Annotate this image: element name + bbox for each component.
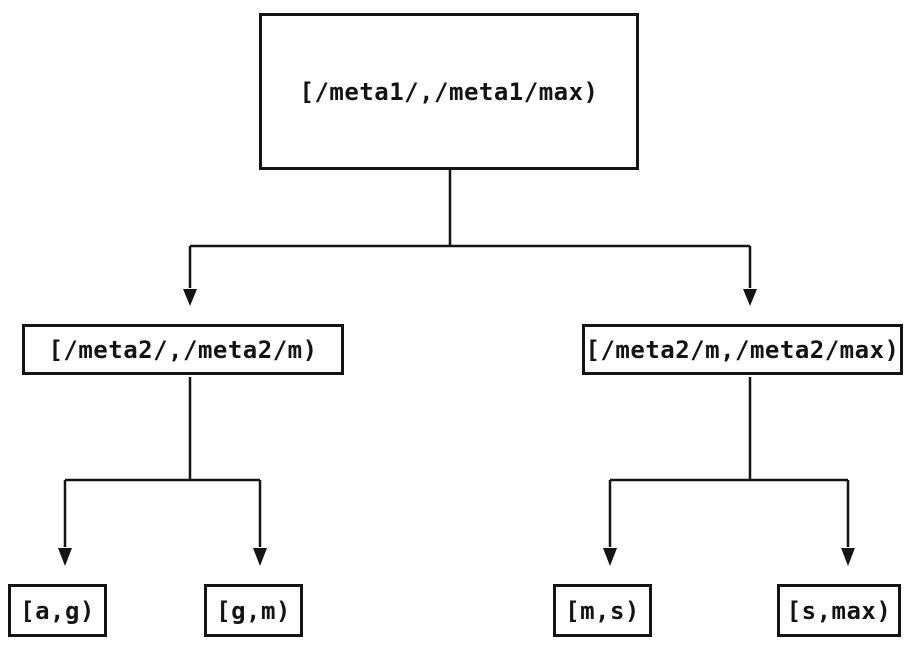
- node-label: [s,max): [786, 596, 892, 625]
- node-leaf-range: [m,s): [553, 584, 652, 637]
- arrowhead-down-icon: [841, 548, 855, 566]
- edge-root-to-level2: [188, 170, 752, 288]
- edge-left-to-leaves: [63, 377, 262, 547]
- node-leaf-range: [a,g): [8, 584, 107, 637]
- arrowhead-down-icon: [253, 548, 267, 566]
- node-leaf-range: [s,max): [777, 584, 901, 637]
- arrowhead-down-icon: [743, 289, 757, 306]
- node-label: [/meta1/,/meta1/max): [299, 77, 599, 106]
- node-label: [/meta2/m,/meta2/max): [585, 335, 900, 364]
- edge-right-to-leaves: [608, 377, 850, 547]
- node-label: [m,s): [565, 596, 640, 625]
- arrowhead-down-icon: [603, 548, 617, 566]
- node-right-range: [/meta2/m,/meta2/max): [582, 324, 903, 375]
- arrowhead-down-icon: [58, 548, 72, 566]
- node-label: [g,m): [216, 596, 291, 625]
- arrowhead-down-icon: [183, 289, 197, 306]
- node-left-range: [/meta2/,/meta2/m): [22, 324, 344, 375]
- node-leaf-range: [g,m): [204, 584, 303, 637]
- node-label: [/meta2/,/meta2/m): [48, 335, 318, 364]
- node-root-range: [/meta1/,/meta1/max): [259, 13, 639, 170]
- node-label: [a,g): [20, 596, 95, 625]
